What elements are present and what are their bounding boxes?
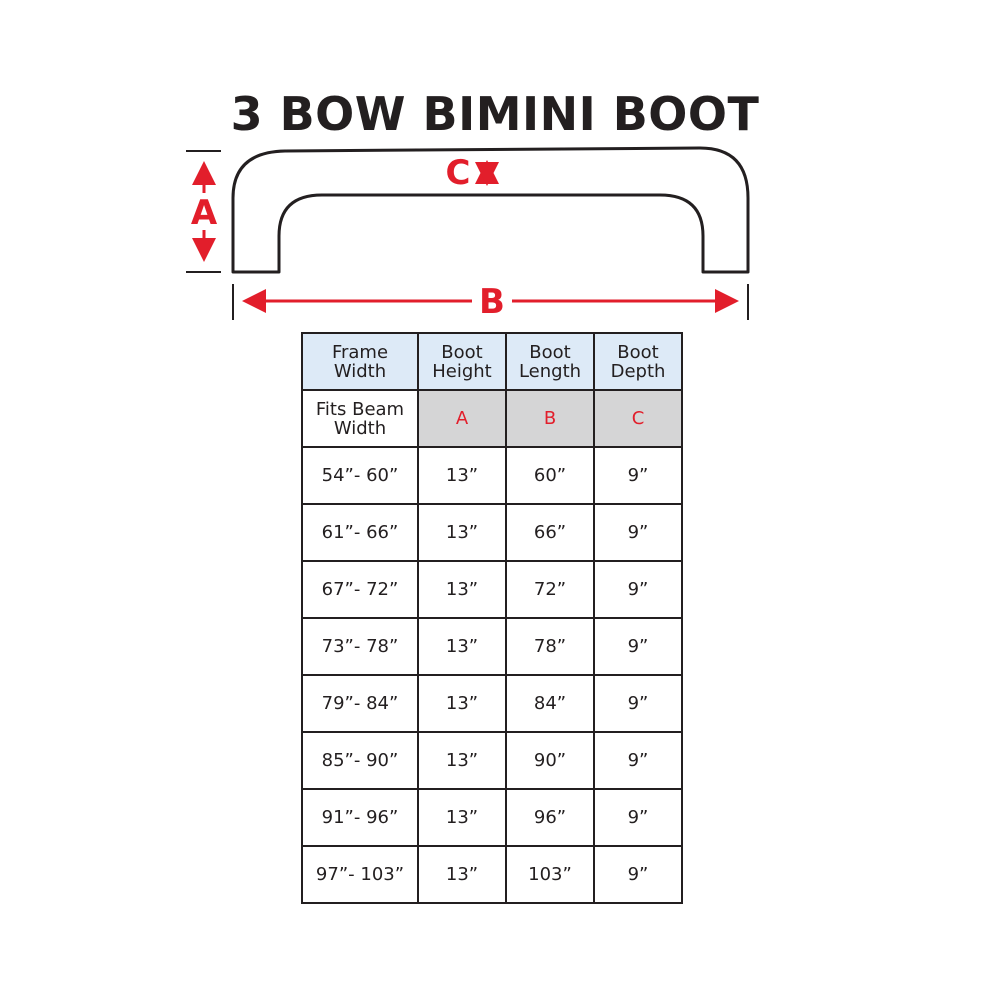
cell-boot-depth: 9” xyxy=(593,674,683,733)
cell-boot-depth: 9” xyxy=(593,788,683,847)
dimension-a-label: A xyxy=(191,193,218,233)
header-frame-width: Frame Width xyxy=(301,332,419,391)
cell-boot-length: 72” xyxy=(505,560,595,619)
table-row: 79”- 84” 13” 84” 9” xyxy=(301,674,683,733)
cell-boot-height: 13” xyxy=(417,674,507,733)
subheader-letter-a: A xyxy=(417,389,507,448)
cell-frame-width: 73”- 78” xyxy=(301,617,419,676)
cell-frame-width: 91”- 96” xyxy=(301,788,419,847)
cell-frame-width: 79”- 84” xyxy=(301,674,419,733)
table-row: 97”- 103” 13” 103” 9” xyxy=(301,845,683,904)
subheader-fits-beam-width: Fits Beam Width xyxy=(301,389,419,448)
cell-frame-width: 54”- 60” xyxy=(301,446,419,505)
cell-frame-width: 67”- 72” xyxy=(301,560,419,619)
cell-boot-depth: 9” xyxy=(593,560,683,619)
table-row: 73”- 78” 13” 78” 9” xyxy=(301,617,683,676)
table-row: 91”- 96” 13” 96” 9” xyxy=(301,788,683,847)
subheader-letter-b: B xyxy=(505,389,595,448)
size-chart-table: Frame Width Boot Height Boot Length Boot… xyxy=(301,332,683,904)
cell-boot-length: 103” xyxy=(505,845,595,904)
cell-boot-length: 90” xyxy=(505,731,595,790)
cell-boot-length: 78” xyxy=(505,617,595,676)
cell-frame-width: 85”- 90” xyxy=(301,731,419,790)
cell-boot-depth: 9” xyxy=(593,446,683,505)
cell-boot-depth: 9” xyxy=(593,503,683,562)
diagram-title: 3 BOW BIMINI BOOT xyxy=(230,87,760,141)
cell-boot-length: 66” xyxy=(505,503,595,562)
cell-boot-height: 13” xyxy=(417,560,507,619)
table-row: 61”- 66” 13” 66” 9” xyxy=(301,503,683,562)
cell-boot-depth: 9” xyxy=(593,845,683,904)
cell-boot-height: 13” xyxy=(417,731,507,790)
cell-boot-depth: 9” xyxy=(593,731,683,790)
dimension-c-label: C xyxy=(446,153,471,193)
bimini-boot-diagram: A C B xyxy=(186,146,750,322)
cell-frame-width: 97”- 103” xyxy=(301,845,419,904)
cell-boot-height: 13” xyxy=(417,788,507,847)
cell-frame-width: 61”- 66” xyxy=(301,503,419,562)
table-row: 85”- 90” 13” 90” 9” xyxy=(301,731,683,790)
table-row: 67”- 72” 13” 72” 9” xyxy=(301,560,683,619)
cell-boot-length: 84” xyxy=(505,674,595,733)
cell-boot-length: 96” xyxy=(505,788,595,847)
boot-outline xyxy=(231,146,750,274)
cell-boot-length: 60” xyxy=(505,446,595,505)
header-boot-length: Boot Length xyxy=(505,332,595,391)
cell-boot-height: 13” xyxy=(417,446,507,505)
table-row: 54”- 60” 13” 60” 9” xyxy=(301,446,683,505)
header-boot-height: Boot Height xyxy=(417,332,507,391)
table-header-row: Frame Width Boot Height Boot Length Boot… xyxy=(301,332,683,391)
table-subheader-row: Fits Beam Width A B C xyxy=(301,389,683,448)
header-boot-depth: Boot Depth xyxy=(593,332,683,391)
cell-boot-depth: 9” xyxy=(593,617,683,676)
cell-boot-height: 13” xyxy=(417,503,507,562)
dimension-b-label: B xyxy=(479,282,505,322)
subheader-letter-c: C xyxy=(593,389,683,448)
cell-boot-height: 13” xyxy=(417,617,507,676)
cell-boot-height: 13” xyxy=(417,845,507,904)
